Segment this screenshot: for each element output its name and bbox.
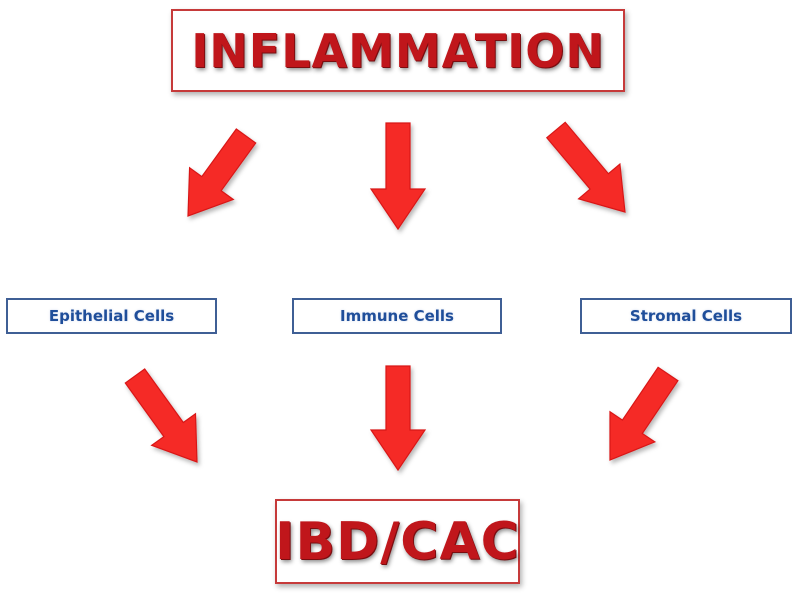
inflammation-box: INFLAMMATION [171,9,625,92]
epithelial-cells-label: Epithelial Cells [48,307,175,325]
ibd-cac-label: IBD/CAC [275,511,520,572]
arrow-top-to-stromal [545,121,626,213]
stromal-cells-label: Stromal Cells [629,307,743,325]
stromal-cells-box: Stromal Cells [580,298,792,334]
immune-cells-label: Immune Cells [340,307,454,325]
arrow-top-to-immune [369,122,427,231]
epithelial-cells-box: Epithelial Cells [6,298,217,334]
ibd-cac-box: IBD/CAC [275,499,520,584]
arrow-stromal-to-bottom [609,366,679,461]
arrow-immune-to-bottom [369,365,427,472]
arrow-epithelial-to-bottom [124,368,198,463]
immune-cells-box: Immune Cells [292,298,502,334]
inflammation-label: INFLAMMATION [191,23,605,78]
arrow-top-to-epithelial [187,128,257,217]
